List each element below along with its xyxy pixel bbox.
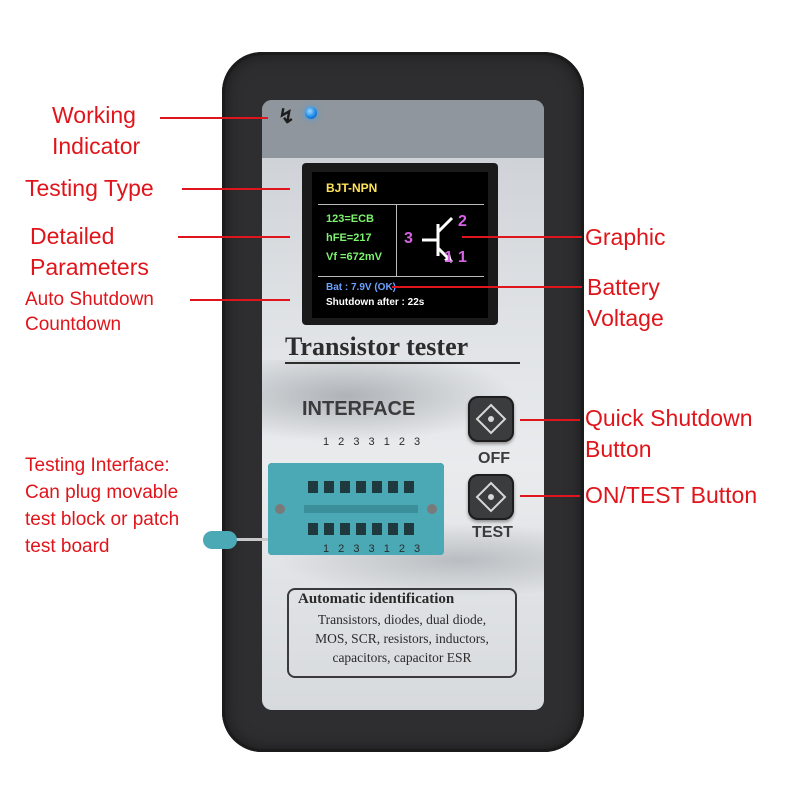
device-title: Transistor tester	[285, 332, 469, 361]
symbol-pin-emitter: 1	[458, 249, 467, 266]
screen-battery: Bat : 7.9V (OK)	[326, 282, 397, 293]
pin-numbers-top: 1 2 3 3 1 2 3	[323, 436, 424, 448]
off-label: OFF	[478, 450, 510, 467]
zif-test-socket[interactable]	[268, 463, 444, 555]
lightning-icon: ↯	[278, 106, 295, 128]
annotation-graphic: Graphic	[585, 224, 666, 250]
screen-vf: Vf =672mV	[326, 251, 382, 263]
socket-lever-rod	[232, 538, 272, 541]
arrow-left-icon	[392, 286, 582, 288]
screen-testing-type: BJT-NPN	[326, 181, 378, 195]
arrow-left-icon	[520, 419, 580, 421]
annotation-on-test: ON/TEST Button	[585, 482, 758, 508]
faceplate-top-band	[262, 100, 544, 158]
pin-numbers-bottom: 1 2 3 3 1 2 3	[323, 543, 424, 555]
auto-identification-line: Transistors, diodes, dual diode,	[317, 612, 487, 627]
transistor-symbol-icon	[422, 216, 454, 264]
arrow-left-icon	[462, 236, 582, 238]
off-button[interactable]	[468, 396, 514, 442]
screen-hfe: hFE=217	[326, 232, 372, 244]
auto-identification-line: capacitors, capacitor ESR	[332, 650, 472, 665]
arrow-right-icon	[182, 188, 290, 190]
auto-identification-line: MOS, SCR, resistors, inductors,	[315, 631, 489, 646]
screen-divider	[318, 276, 484, 277]
screen-shutdown: Shutdown after : 22s	[326, 297, 425, 308]
annotation-testing-interface: Testing Interface: Can plug movable test…	[25, 455, 180, 557]
arrow-left-icon	[520, 495, 580, 497]
screen-divider	[396, 205, 397, 276]
annotation-battery-voltage: Battery Voltage	[587, 274, 664, 331]
annotation-working-indicator: Working Indicator	[52, 102, 141, 159]
working-indicator-led	[305, 107, 317, 119]
annotation-detailed-parameters: Detailed Parameters	[30, 223, 149, 280]
annotation-testing-type: Testing Type	[25, 175, 154, 201]
annotation-auto-shutdown: Auto Shutdown Countdown	[25, 289, 154, 335]
socket-lever-handle[interactable]	[203, 531, 237, 549]
annotation-quick-shutdown: Quick Shutdown Button	[585, 405, 753, 462]
arrow-right-icon	[160, 117, 268, 119]
auto-identification-box	[287, 588, 517, 678]
arrow-right-icon	[178, 236, 290, 238]
interface-label: INTERFACE	[302, 398, 416, 420]
diamond-icon	[475, 481, 507, 513]
auto-identification-title: Automatic identification	[298, 591, 455, 607]
symbol-pin-emitter: 1	[444, 249, 453, 266]
screen-divider	[318, 204, 484, 205]
screen-pins: 123=ECB	[326, 213, 375, 225]
symbol-pin-base: 3	[404, 230, 413, 247]
lcd-screen	[312, 172, 488, 318]
test-label: TEST	[472, 524, 513, 541]
test-button[interactable]	[468, 474, 514, 520]
arrow-right-icon	[190, 299, 290, 301]
symbol-pin-collector: 2	[458, 213, 467, 230]
diamond-icon	[475, 403, 507, 435]
title-underline	[285, 362, 520, 364]
